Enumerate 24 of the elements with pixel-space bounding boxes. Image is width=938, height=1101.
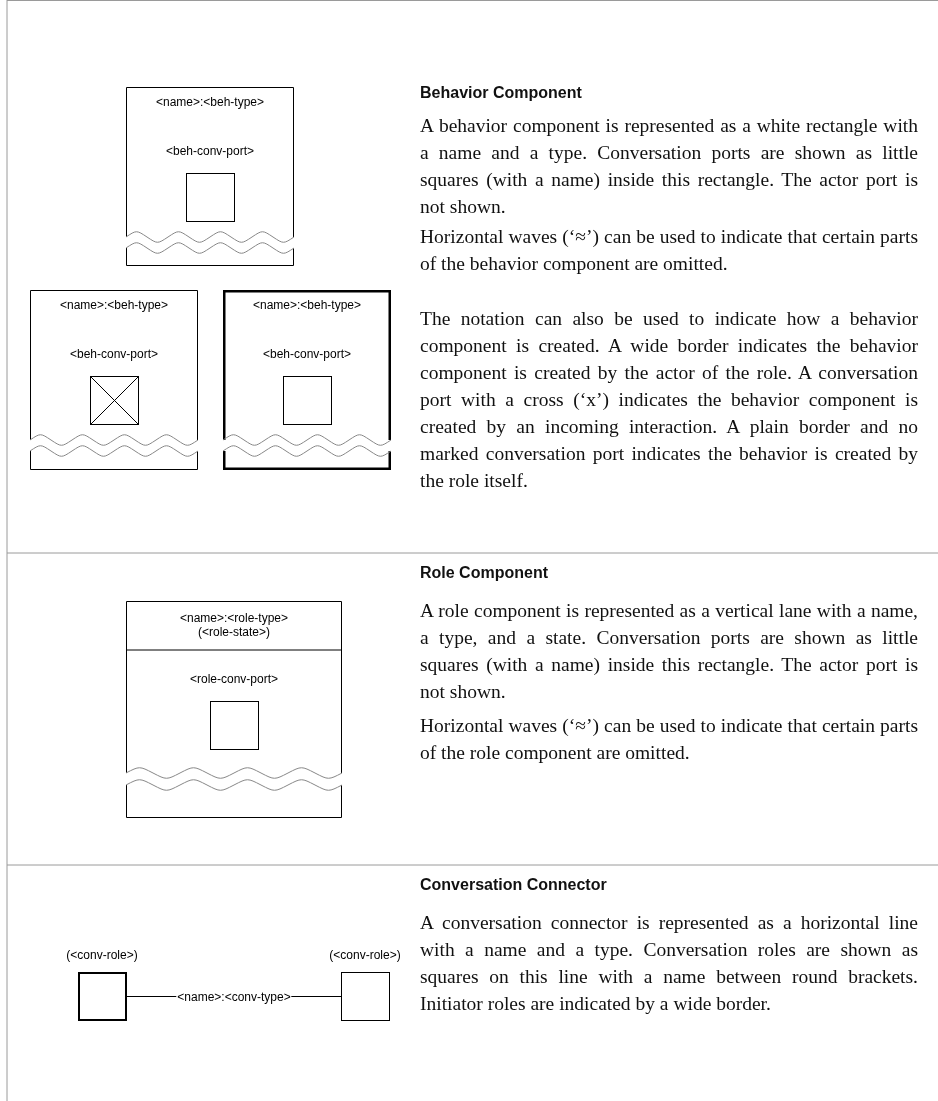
component-title: <name>:<beh-type> [154, 95, 266, 109]
component-box [30, 290, 198, 470]
component-title: <name>:<beh-type> [58, 298, 170, 312]
role-lane [126, 601, 342, 818]
port-label: <role-conv-port> [188, 672, 279, 686]
port-label: <beh-conv-port> [261, 347, 353, 361]
role-label: (<conv-role>) [65, 948, 139, 962]
description-paragraph: A conversation connector is represented as a horizontal line with a name and a type. Conversation roles are shown as squares on this line with a name between round brackets. Initiator roles are indicated by a wide border. [420, 911, 918, 1016]
role-title: <name>:<role-type> (<role-state>) [178, 611, 290, 639]
section-heading: Conversation Connector [420, 875, 608, 895]
role-label: (<conv-role>) [328, 948, 402, 962]
section-heading: Role Component [420, 563, 549, 583]
connector-label: <name>:<conv-type> [176, 989, 292, 1004]
port-label: <beh-conv-port> [164, 144, 256, 158]
port-label: <beh-conv-port> [68, 347, 160, 361]
component-box [223, 290, 391, 470]
description-paragraph: Horizontal waves (‘≈’) can be used to indicate that certain parts of the role component are omitted. [420, 714, 918, 765]
description-paragraph: A behavior component is represented as a white rectangle with a name and a type. Conversation ports are shown as little squares (with a name) inside this rectangle. The actor port is not shown. [420, 114, 918, 219]
description-paragraph: Horizontal waves (‘≈’) can be used to indicate that certain parts of the behavior component are omitted. [420, 225, 918, 276]
component-title: <name>:<beh-type> [251, 298, 363, 312]
description-paragraph: A role component is represented as a vertical lane with a name, a type, and a state. Conversation ports are shown as little squares (with a name) inside this rectangle. The actor port is not shown. [420, 599, 918, 704]
section-heading: Behavior Component [420, 83, 583, 103]
description-paragraph: The notation can also be used to indicate how a behavior component is created. A wide border indicates the behavior component is created by the actor of the role. A conversation port with a cross (‘x’) indicates the behavior component is created by an incoming interaction. A plain border and no marked conversation port indicates the behavior is created by the role itself. [420, 307, 918, 493]
component-box [126, 87, 294, 266]
